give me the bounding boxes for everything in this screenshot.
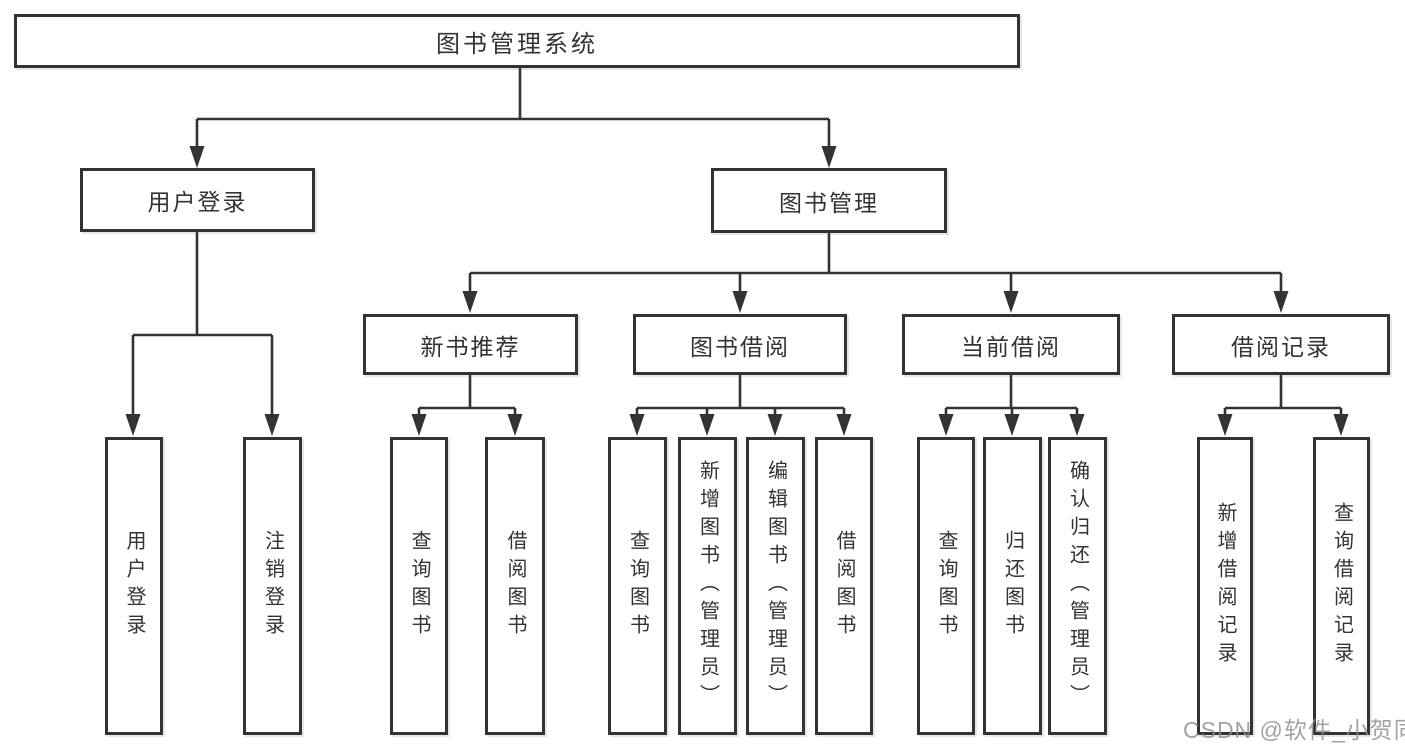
connector-book-management-branch [462, 233, 1289, 313]
leaf-logout: 注销登录 [243, 437, 302, 735]
node-new-book-recommend: 新书推荐 [363, 314, 578, 375]
connector-new-book-branch [411, 375, 523, 436]
leaf-query-books-borrow: 查询图书 [608, 437, 667, 735]
csdn-watermark: CSDN @软件_小贺同学 [1183, 717, 1405, 743]
leaf-query-books-recommend: 查询图书 [390, 437, 448, 735]
leaf-add-borrow-record: 新增借阅记录 [1197, 437, 1253, 735]
leaf-query-borrow-record: 查询借阅记录 [1313, 437, 1370, 735]
leaf-query-books-current: 查询图书 [917, 437, 975, 735]
node-user-login: 用户登录 [80, 168, 315, 232]
leaf-add-books-admin: 新增图书（管理员） [678, 437, 737, 735]
connector-book-borrow-branch [629, 375, 852, 436]
node-borrow-records: 借阅记录 [1172, 314, 1390, 375]
leaf-return-books: 归还图书 [983, 437, 1042, 735]
connector-user-login-branch [125, 232, 280, 436]
connector-current-borrow-branch [938, 375, 1085, 436]
node-book-borrow: 图书借阅 [633, 314, 847, 375]
node-current-borrow: 当前借阅 [902, 314, 1120, 375]
connector-borrow-record-branch [1217, 375, 1349, 436]
leaf-edit-books-admin: 编辑图书（管理员） [746, 437, 805, 735]
node-book-management: 图书管理 [711, 168, 947, 233]
node-library-management-system: 图书管理系统 [14, 14, 1020, 68]
leaf-borrow-books-recommend: 借阅图书 [485, 437, 545, 735]
leaf-borrow-books: 借阅图书 [815, 437, 873, 735]
leaf-confirm-return-admin: 确认归还（管理员） [1048, 437, 1107, 735]
connector-root-to-level2 [189, 68, 837, 168]
leaf-user-login: 用户登录 [105, 437, 163, 735]
